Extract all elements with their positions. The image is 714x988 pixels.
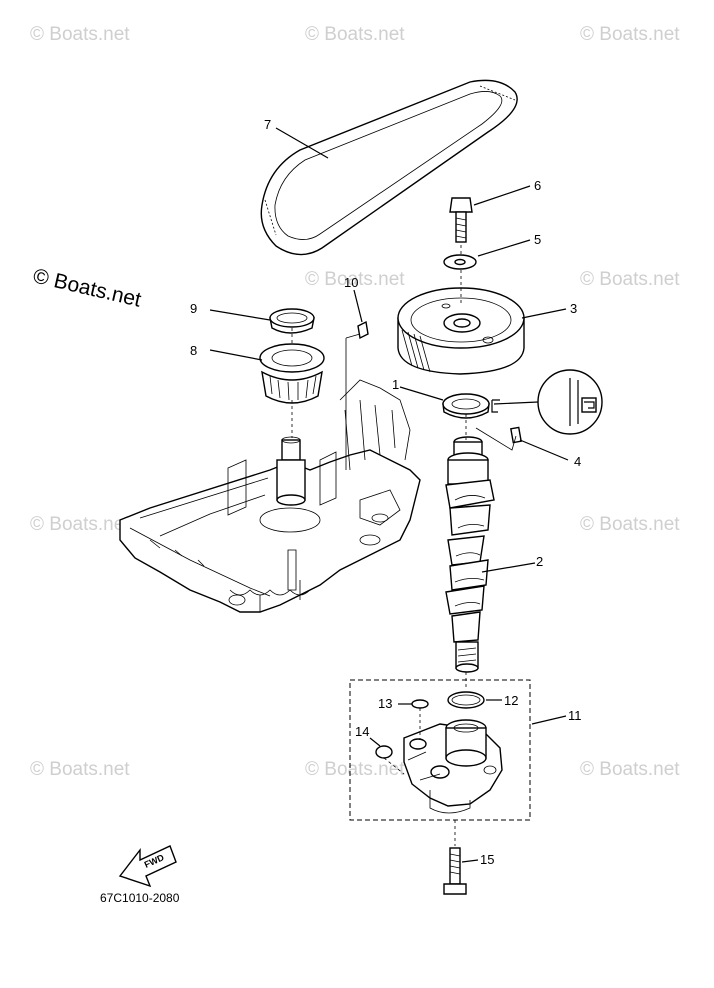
washer <box>443 254 477 270</box>
bearing-housing <box>259 343 325 404</box>
leader-lines <box>209 127 569 863</box>
watermark: © Boats.net <box>30 514 130 535</box>
bearing-shaft <box>276 436 306 506</box>
callout-11: 11 <box>568 708 582 723</box>
watermark: © Boats.net <box>580 269 680 290</box>
callout-labels: 1 2 3 4 5 6 7 8 9 10 11 12 13 14 15 <box>190 117 582 867</box>
o-ring-small <box>411 699 429 709</box>
callout-1: 1 <box>392 377 399 392</box>
watermark: © Boats.net <box>30 24 130 45</box>
callout-12: 12 <box>504 693 518 708</box>
watermark: © Boats.net <box>580 759 680 780</box>
o-ring-large <box>447 691 485 709</box>
copyright-label: © Boats.net <box>31 264 144 311</box>
callout-14: 14 <box>355 724 369 739</box>
watermark: © Boats.net <box>580 514 680 535</box>
fwd-arrow-icon: FWD <box>118 845 177 888</box>
oil-seal-upper <box>269 308 315 334</box>
callout-3: 3 <box>570 301 577 316</box>
pump-bolt <box>443 847 467 895</box>
pulley-bolt <box>449 197 473 243</box>
callout-2: 2 <box>536 554 543 569</box>
oil-seal <box>442 393 490 419</box>
watermark: © Boats.net <box>305 24 405 45</box>
camshaft <box>445 436 495 673</box>
watermark: © Boats.net <box>580 24 680 45</box>
o-ring-side <box>375 745 393 759</box>
callout-9: 9 <box>190 301 197 316</box>
seal-detail-icon <box>537 369 603 435</box>
watermark: © Boats.net <box>30 759 130 780</box>
diagram-code: 67C1010-2080 <box>100 891 180 905</box>
knock-pin <box>510 426 522 444</box>
callout-7: 7 <box>264 117 271 132</box>
oil-pump-assembly <box>403 719 503 814</box>
callout-13: 13 <box>378 696 392 711</box>
callout-10: 10 <box>344 275 358 290</box>
callout-8: 8 <box>190 343 197 358</box>
callout-15: 15 <box>480 852 494 867</box>
dowel-pin <box>357 320 369 340</box>
callout-4: 4 <box>574 454 581 469</box>
watermark: © Boats.net <box>305 269 405 290</box>
watermark: © Boats.net <box>305 759 405 780</box>
oil-pump-group-box <box>349 679 531 821</box>
cylinder-block <box>119 379 421 613</box>
timing-belt <box>260 79 518 256</box>
camshaft-pulley <box>397 287 525 375</box>
callout-5: 5 <box>534 232 541 247</box>
callout-6: 6 <box>534 178 541 193</box>
